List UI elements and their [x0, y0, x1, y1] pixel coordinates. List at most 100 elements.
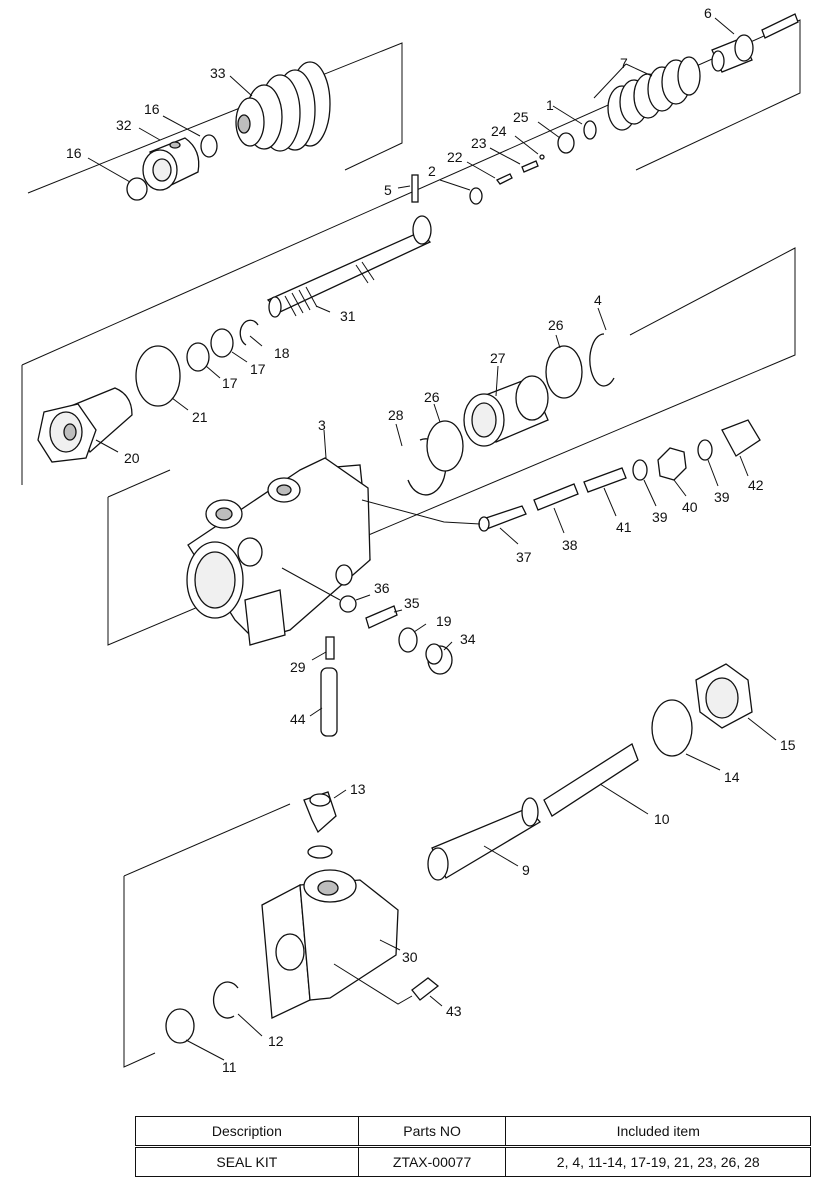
- part-43-bolt: [411, 977, 440, 1001]
- part-4-snap-ring: [589, 333, 615, 387]
- label-part-39-right: 39: [714, 489, 730, 505]
- part-labels: 1 2 3 4 5 6 7 9 10 11 12 13 14 15 16 16 …: [66, 5, 796, 1075]
- part-35-spring: [365, 605, 398, 629]
- label-part-38: 38: [562, 537, 578, 553]
- part-3-valve-body: [186, 457, 371, 646]
- label-part-3: 3: [318, 417, 326, 433]
- frame-lines: [21, 19, 801, 1068]
- label-part-31: 31: [340, 308, 356, 324]
- label-part-17-right: 17: [250, 361, 266, 377]
- part-39-washer-right: [697, 439, 713, 461]
- label-part-9: 9: [522, 862, 530, 878]
- label-part-6: 6: [704, 5, 712, 21]
- label-part-10: 10: [654, 811, 670, 827]
- leader-lines: [87, 17, 777, 1061]
- label-part-37: 37: [516, 549, 532, 565]
- label-part-15: 15: [780, 737, 796, 753]
- part-40-nut: [657, 447, 687, 481]
- part-10-spring: [543, 743, 639, 817]
- label-part-16-left: 16: [66, 145, 82, 161]
- part-13-nipple: [303, 791, 337, 834]
- label-part-5: 5: [384, 182, 392, 198]
- part-6-plug: [711, 34, 754, 73]
- label-part-44: 44: [290, 711, 306, 727]
- header-included-item: Included item: [505, 1116, 811, 1148]
- part-27-sleeve: [463, 375, 549, 447]
- part-16-ring-left: [126, 177, 148, 201]
- part-41-spring: [583, 467, 627, 493]
- label-part-33: 33: [210, 65, 226, 81]
- label-part-39-left: 39: [652, 509, 668, 525]
- part-9-piston: [427, 797, 541, 881]
- part-16-ring-right: [200, 134, 218, 158]
- label-part-32: 32: [116, 117, 132, 133]
- part-30-housing: [261, 869, 399, 1019]
- label-part-29: 29: [290, 659, 306, 675]
- table-row: SEAL KIT ZTAX-00077 2, 4, 11-14, 17-19, …: [135, 1146, 811, 1177]
- part-31-shaft: [266, 215, 432, 318]
- label-part-42: 42: [748, 477, 764, 493]
- part-21-oring: [135, 345, 181, 407]
- label-part-22: 22: [447, 149, 463, 165]
- part-26-ring-right: [545, 345, 583, 399]
- label-part-17-left: 17: [222, 375, 238, 391]
- part-26-ring-left: [426, 420, 464, 472]
- label-part-28: 28: [388, 407, 404, 423]
- part-37-spool: [478, 505, 527, 532]
- label-part-13: 13: [350, 781, 366, 797]
- header-parts-no: Parts NO: [357, 1116, 507, 1148]
- header-description: Description: [135, 1116, 359, 1148]
- part-5-pin: [411, 174, 419, 203]
- part-2-oring: [469, 187, 483, 205]
- cell-included-item: 2, 4, 11-14, 17-19, 21, 23, 26, 28: [505, 1146, 811, 1177]
- label-part-11: 11: [222, 1059, 237, 1075]
- label-part-23: 23: [471, 135, 487, 151]
- part-12-snap-ring: [212, 981, 239, 1019]
- label-part-25: 25: [513, 109, 529, 125]
- part-15-plug: [695, 663, 753, 729]
- label-part-18: 18: [274, 345, 290, 361]
- label-part-43: 43: [446, 1003, 462, 1019]
- part-17-ring-b: [210, 328, 234, 358]
- label-part-1: 1: [546, 97, 554, 113]
- label-part-4: 4: [594, 292, 602, 308]
- part-13-seal: [307, 845, 333, 859]
- label-part-30: 30: [402, 949, 418, 965]
- cell-parts-no: ZTAX-00077: [357, 1146, 507, 1177]
- label-part-14: 14: [724, 769, 740, 785]
- label-part-20: 20: [124, 450, 140, 466]
- part-17-ring-a: [186, 342, 210, 372]
- part-44-rod: [320, 667, 338, 737]
- part-33-bellows: [235, 61, 331, 152]
- part-25-seat: [557, 132, 575, 154]
- label-part-26-right: 26: [548, 317, 564, 333]
- part-32-collar: [142, 137, 200, 191]
- part-7-spring-set: [607, 56, 701, 131]
- frame-top-box: [27, 42, 403, 194]
- part-11-ring: [165, 1008, 195, 1044]
- part-36-ball: [339, 595, 357, 613]
- label-part-40: 40: [682, 499, 698, 515]
- label-part-36: 36: [374, 580, 390, 596]
- cell-description: SEAL KIT: [135, 1146, 359, 1177]
- part-22-screw: [495, 173, 513, 185]
- label-part-12: 12: [268, 1033, 284, 1049]
- part-34-plug: [425, 643, 453, 675]
- frame-shaft-box: [21, 19, 801, 366]
- seal-kit-table: Description Parts NO Included item SEAL …: [135, 1116, 811, 1177]
- part-14-oring: [651, 699, 693, 757]
- part-19-oring: [398, 627, 418, 653]
- frame-bottom-box: [123, 876, 156, 1068]
- exploded-parts-diagram: 1 2 3 4 5 6 7 9 10 11 12 13 14 15 16 16 …: [21, 5, 801, 1075]
- part-1-ring: [583, 120, 597, 140]
- label-part-2: 2: [428, 163, 436, 179]
- part-23-spring: [521, 160, 539, 173]
- frame-valve-box: [107, 247, 796, 646]
- label-part-41: 41: [616, 519, 632, 535]
- part-38-spring: [533, 483, 579, 511]
- label-part-7: 7: [620, 55, 628, 71]
- label-part-34: 34: [460, 631, 476, 647]
- part-29-pin: [325, 636, 335, 660]
- label-part-27: 27: [490, 350, 506, 366]
- seal-kit-table-header: Description Parts NO Included item: [135, 1116, 811, 1148]
